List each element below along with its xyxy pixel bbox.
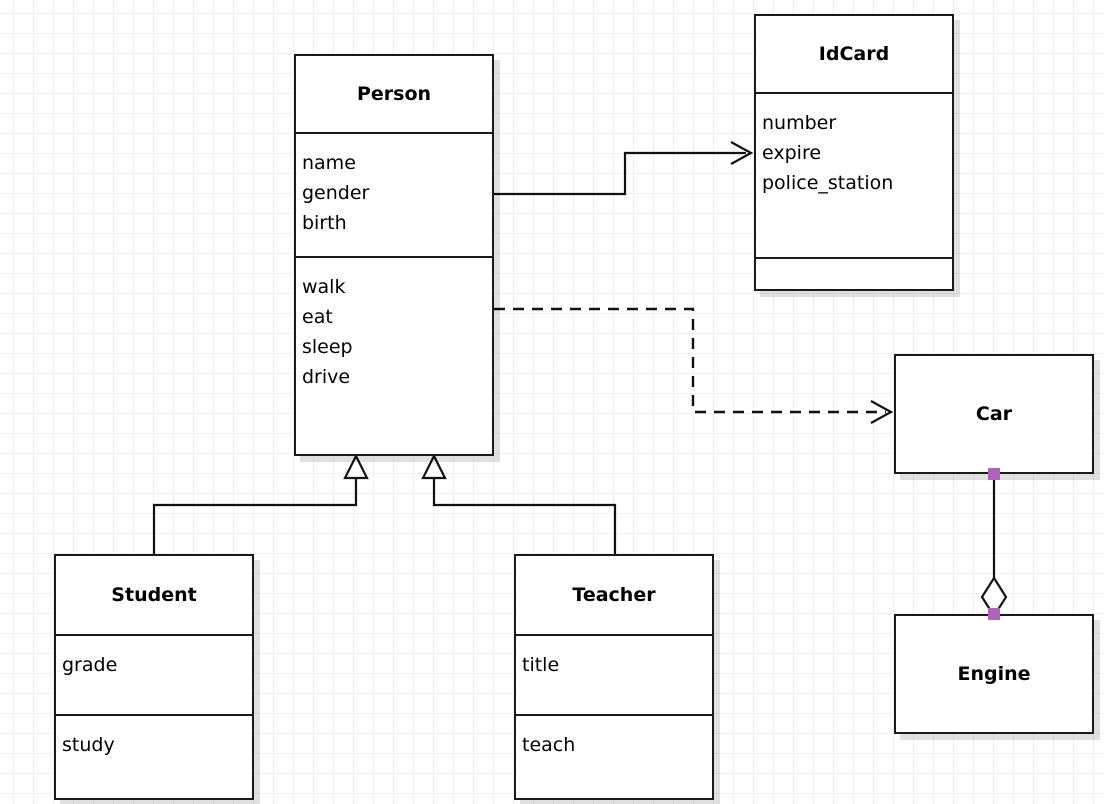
class-attributes-teacher: title: [516, 634, 712, 714]
attribute-item: grade: [62, 654, 118, 676]
attribute-item: title: [522, 654, 560, 676]
class-title-car: Car: [975, 403, 1013, 425]
method-item: eat: [302, 306, 333, 329]
class-methods-student: study: [56, 714, 252, 802]
method-item: walk: [302, 276, 346, 298]
method-item: study: [62, 734, 115, 756]
method-item: sleep: [302, 336, 353, 359]
attribute-item: birth: [302, 212, 347, 235]
class-box-student[interactable]: Student grade study: [54, 554, 254, 800]
class-attributes-student: grade: [56, 634, 252, 714]
method-item: teach: [522, 734, 576, 756]
edge-teacher-person[interactable]: [421, 453, 617, 554]
class-attributes-person: name gender birth: [296, 132, 492, 256]
attribute-item: gender: [302, 182, 370, 205]
class-methods-idcard: [756, 257, 952, 293]
class-title-student: Student: [111, 584, 197, 606]
edge-endpoint-handle-car[interactable]: [988, 468, 1000, 480]
class-methods-person: walk eat sleep drive: [296, 256, 492, 454]
attribute-item: police_station: [762, 172, 894, 195]
class-box-person[interactable]: Person name gender birth walk eat sleep …: [294, 54, 494, 456]
class-box-teacher[interactable]: Teacher title teach: [514, 554, 714, 800]
edge-person-idcard[interactable]: [494, 141, 754, 196]
attribute-item: expire: [762, 142, 822, 165]
edge-car-engine[interactable]: [980, 474, 1008, 619]
attribute-item: name: [302, 152, 356, 174]
class-box-engine[interactable]: Engine: [894, 614, 1094, 734]
class-box-car[interactable]: Car: [894, 354, 1094, 474]
class-title-engine: Engine: [957, 663, 1031, 685]
class-title-person: Person: [356, 83, 432, 105]
method-item: drive: [302, 366, 351, 389]
edge-person-car[interactable]: [494, 307, 894, 424]
edge-student-person[interactable]: [152, 453, 369, 554]
attribute-item: number: [762, 112, 837, 134]
class-title-teacher: Teacher: [572, 584, 656, 606]
class-methods-teacher: teach: [516, 714, 712, 802]
class-box-idcard[interactable]: IdCard number expire police_station: [754, 14, 954, 291]
class-title-idcard: IdCard: [818, 43, 890, 65]
class-attributes-idcard: number expire police_station: [756, 92, 952, 257]
edge-endpoint-handle-engine[interactable]: [988, 608, 1000, 620]
